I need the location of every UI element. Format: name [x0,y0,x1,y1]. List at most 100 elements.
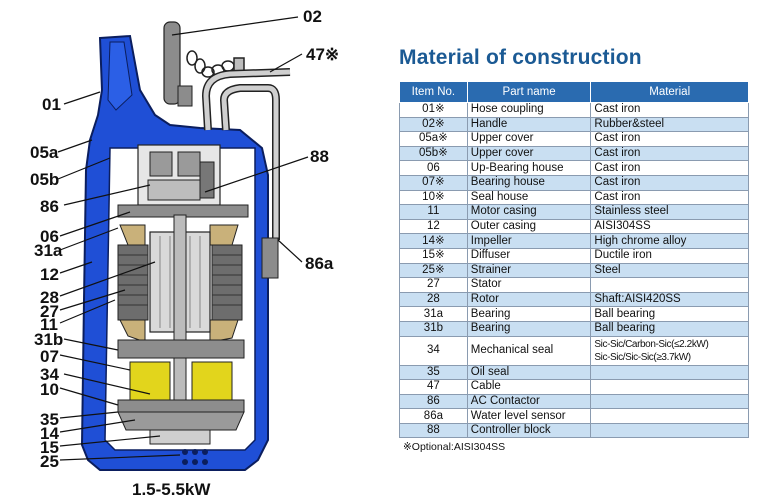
cell-part-name: AC Contactor [466,393,592,410]
cell-part-name: Impeller [466,233,592,249]
callout-10: 10 [40,380,59,399]
handle [163,21,193,107]
cell-part-name: Upper cover [466,145,592,162]
leader-lines [57,16,309,461]
cell-material: Steel [590,262,749,279]
table-header-row: Item No. Part name Material [399,81,749,103]
callout-02: 02 [303,7,322,26]
callout-12: 12 [40,265,59,284]
cell-material: Cast iron [590,174,749,191]
cell-part-name: Hose coupling [466,102,592,118]
cell-material [590,364,749,381]
cell-material: Cast iron [590,145,749,162]
cell-item-no: 27 [399,277,468,293]
cell-item-no: 34 [399,335,468,366]
callout-47: 47※ [306,45,340,64]
cell-item-no: 02※ [399,116,468,133]
cell-item-no: 86 [399,393,468,410]
cell-item-no: 15※ [399,247,468,264]
callout-15: 15 [40,438,59,457]
material-table: Item No. Part name Material 01※Hose coup… [399,81,749,439]
strainer [182,449,208,465]
callout-31a: 31a [34,241,63,260]
callout-11: 11 [40,315,58,334]
cell-part-name: Seal house [466,189,592,206]
callout-86: 86 [40,197,59,216]
callout-27: 27 [40,302,59,321]
pump-drawing [57,16,309,471]
callout-07: 07 [40,347,59,366]
header-part-name: Part name [466,81,592,103]
cell-part-name: Stator [466,277,592,293]
cell-part-name: Bearing [466,320,592,337]
cell-item-no: 06 [399,160,468,176]
callout-28: 28 [40,288,59,307]
cell-part-name: Bearing house [466,174,592,191]
cell-material: Cast iron [590,189,749,206]
cell-material: AISI304SS [590,218,749,235]
cell-part-name: Rotor [466,291,592,308]
cell-material [590,408,749,424]
cell-material [590,422,749,439]
cell-material [590,379,749,395]
pump-cross-section-diagram: 01 05a 05b 86 06 31a 12 28 27 11 31b 07 … [30,7,340,499]
cell-item-no: 05b※ [399,145,468,162]
water-level-sensor [261,237,279,279]
power-range-caption: 1.5-5.5kW [132,480,211,499]
cell-item-no: 86a [399,408,468,424]
cell-item-no: 35 [399,364,468,381]
table-title: Material of construction [399,46,642,69]
cell-item-no: 47 [399,379,468,395]
header-material: Material [590,81,749,103]
cell-item-no: 31a [399,306,468,322]
cell-part-name: Oil seal [466,364,592,381]
cell-item-no: 05a※ [399,131,468,147]
cell-part-name: Diffuser [466,247,592,264]
cell-material: Ball bearing [590,320,749,337]
callout-05a: 05a [30,143,59,162]
cell-item-no: 25※ [399,262,468,279]
cell-item-no: 31b [399,320,468,337]
header-item-no: Item No. [399,81,468,103]
cell-part-name: Cable [466,379,592,395]
cell-item-no: 88 [399,422,468,439]
cell-part-name: Strainer [466,262,592,279]
cell-part-name: Motor casing [466,204,592,220]
callout-01: 01 [42,95,61,114]
callout-25: 25 [40,452,59,471]
optional-note: ※Optional:AISI304SS [403,441,506,453]
cell-material: Shaft:AISI420SS [590,291,749,308]
callout-06: 06 [40,227,59,246]
cell-part-name: Controller block [466,422,592,439]
cell-item-no: 01※ [399,102,468,118]
callout-31b: 31b [34,330,64,349]
material-line: Sic-Sic/Carbon-Sic(≤2.2kW) [594,338,709,350]
cell-material: Cast iron [590,160,749,176]
motor-chamber [104,144,256,451]
callout-34: 34 [40,365,59,384]
cell-material: Cast iron [590,131,749,147]
cell-material: Ductile iron [590,247,749,264]
cell-part-name: Up-Bearing house [466,160,592,176]
cable [201,68,291,240]
cell-part-name: Upper cover [466,131,592,147]
cell-item-no: 07※ [399,174,468,191]
